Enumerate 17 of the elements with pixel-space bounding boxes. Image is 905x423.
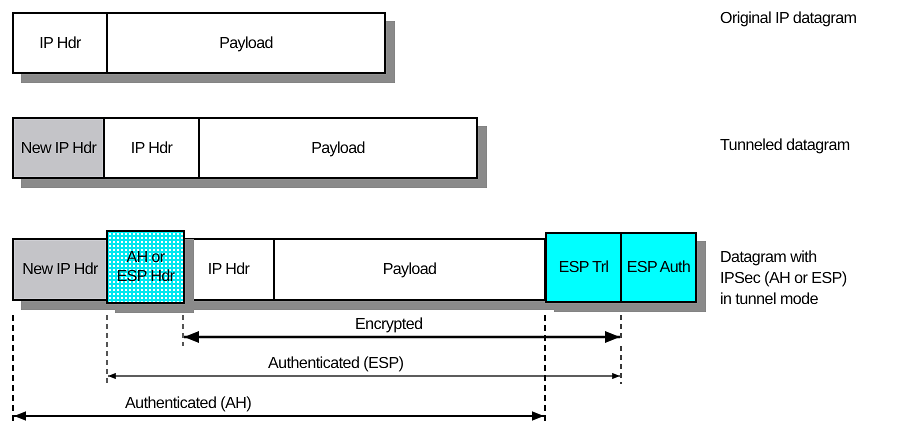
field-label: IP Hdr: [130, 138, 174, 158]
span-label: Authenticated (AH): [125, 394, 252, 414]
span-label: Encrypted: [355, 315, 423, 335]
field-label: New IP Hdr: [21, 260, 99, 279]
span-label: Authenticated (ESP): [268, 354, 404, 374]
row-caption: Tunneled datagram: [720, 136, 850, 156]
field-label: ESP Trl: [558, 258, 610, 277]
field-label: Payload: [310, 138, 366, 158]
field-label: AH or ESP Hdr: [116, 248, 176, 286]
row-caption: Original IP datagram: [720, 9, 856, 29]
row-caption: Datagram with IPSec (AH or ESP) in tunnel mode: [720, 248, 848, 310]
field-label: IP Hdr: [206, 260, 250, 279]
field-label: New IP Hdr: [20, 138, 98, 158]
field-label: ESP Auth: [626, 258, 692, 277]
field-label: Payload: [382, 260, 438, 279]
field-label: IP Hdr: [38, 34, 82, 52]
field-label: Payload: [218, 34, 274, 52]
